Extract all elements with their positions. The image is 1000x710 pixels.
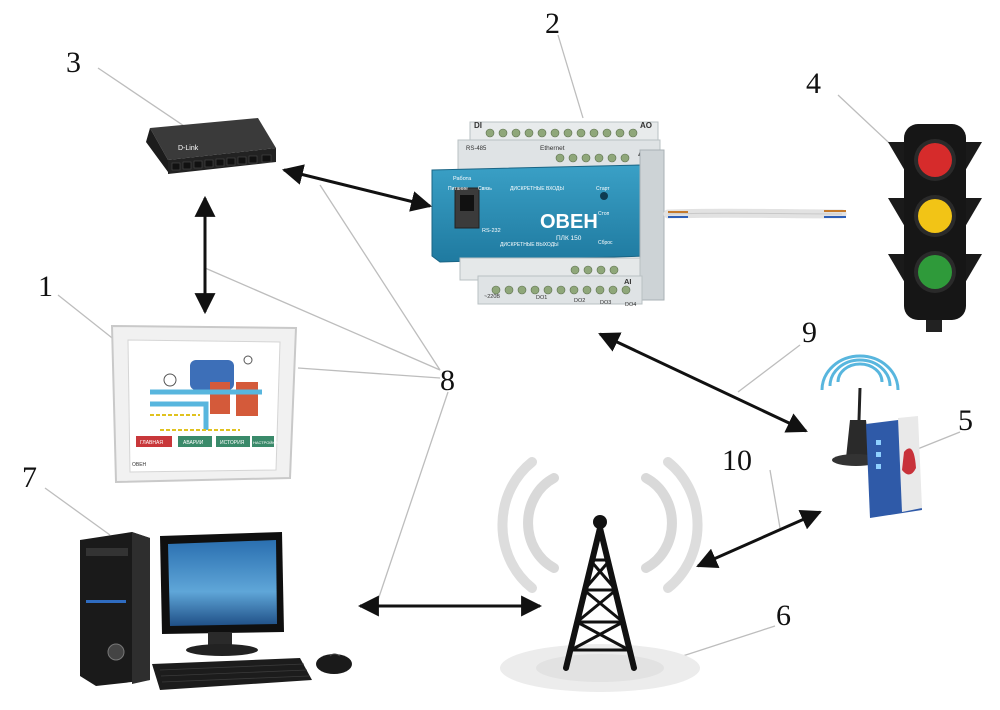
plc-side-panel xyxy=(639,149,665,301)
hmi-brand: ОВЕН xyxy=(132,462,147,468)
plc-reset-label: Сброс xyxy=(598,240,613,246)
plc-start-label: Старт xyxy=(596,186,610,192)
plc-led-power: Питание xyxy=(448,186,468,192)
green-light xyxy=(918,255,952,289)
leader-3 xyxy=(97,67,191,131)
plc-ao-label: AO xyxy=(640,121,652,130)
network-switch: D-Link xyxy=(146,118,276,174)
plc-ethernet-label: Ethernet xyxy=(540,145,565,152)
keyboard xyxy=(152,658,312,690)
plc-do3-label: DO3 xyxy=(600,300,611,306)
plc-do4-label: DO4 xyxy=(625,302,636,308)
leader-8b xyxy=(204,267,441,371)
arrow-modem-tower xyxy=(696,510,822,568)
label-9: 9 xyxy=(802,316,817,349)
plc-rs485-label: RS-485 xyxy=(466,146,487,152)
computer xyxy=(80,532,352,690)
leader-8c xyxy=(297,367,441,379)
plc-led-work: Работа xyxy=(453,176,472,182)
plc-rs232-label: RS-232 xyxy=(482,228,501,234)
leader-2 xyxy=(557,34,584,119)
plc-inputs-title: ДИСКРЕТНЫЕ ВХОДЫ xyxy=(510,186,564,192)
red-light xyxy=(918,143,952,177)
cable xyxy=(663,208,847,219)
switch-brand: D-Link xyxy=(178,145,199,152)
hmi-button-settings-label: НАСТРОЙКИ xyxy=(253,440,278,445)
hmi-button-history xyxy=(216,436,250,447)
plc-outputs-title: ДИСКРЕТНЫЕ ВЫХОДЫ xyxy=(500,242,559,248)
radio-tower xyxy=(497,457,703,692)
plc-brand: ОВЕН xyxy=(540,211,598,233)
label-2: 2 xyxy=(545,7,560,40)
plc-do1-label: DO1 xyxy=(536,295,547,301)
hmi-panel: ГЛАВНАЯ АВАРИИ ИСТОРИЯ НАСТРОЙКИ ОВЕН xyxy=(110,324,298,484)
leader-8d xyxy=(377,391,449,601)
plc-220v-label: ~220В xyxy=(484,294,500,300)
plc-led-link: Связь xyxy=(478,186,492,192)
hmi-button-settings xyxy=(252,436,274,447)
label-10: 10 xyxy=(722,444,752,477)
leader-10 xyxy=(769,469,781,529)
connection-arrows xyxy=(194,164,822,617)
hmi-button-alarms xyxy=(178,436,212,447)
hmi-button-history-label: ИСТОРИЯ xyxy=(220,440,245,446)
plc-controller: DI AO AI RS-485 Ethernet RS-232 Работа П… xyxy=(431,121,665,308)
label-8: 8 xyxy=(440,364,455,397)
start-button xyxy=(600,192,608,200)
plc-do2-label: DO2 xyxy=(574,298,585,304)
monitor-screen xyxy=(168,540,277,626)
hmi-button-main-label: ГЛАВНАЯ xyxy=(140,440,163,446)
arrow-switch-plc xyxy=(281,164,433,212)
radio-modem xyxy=(820,354,922,518)
leader-7 xyxy=(44,487,111,536)
leader-8a xyxy=(319,184,441,371)
hmi-button-alarms-label: АВАРИИ xyxy=(183,440,204,446)
mouse xyxy=(316,654,352,674)
leader-9 xyxy=(737,344,801,393)
arrow-plc-modem xyxy=(598,332,808,433)
plc-ai-bottom-label: AI xyxy=(624,277,632,286)
plc-model: ПЛК 150 xyxy=(556,235,582,242)
label-7: 7 xyxy=(22,461,37,494)
label-4: 4 xyxy=(806,67,821,100)
hmi-button-main xyxy=(136,436,172,447)
traffic-light xyxy=(888,124,982,332)
yellow-light xyxy=(918,199,952,233)
plc-di-label: DI xyxy=(474,121,482,130)
label-1: 1 xyxy=(38,270,53,303)
label-5: 5 xyxy=(958,404,973,437)
plc-stop-label: Стоп xyxy=(598,211,610,217)
label-6: 6 xyxy=(776,599,791,632)
label-3: 3 xyxy=(66,46,81,79)
number-labels: 3 2 4 1 8 9 5 10 7 6 xyxy=(22,7,973,632)
